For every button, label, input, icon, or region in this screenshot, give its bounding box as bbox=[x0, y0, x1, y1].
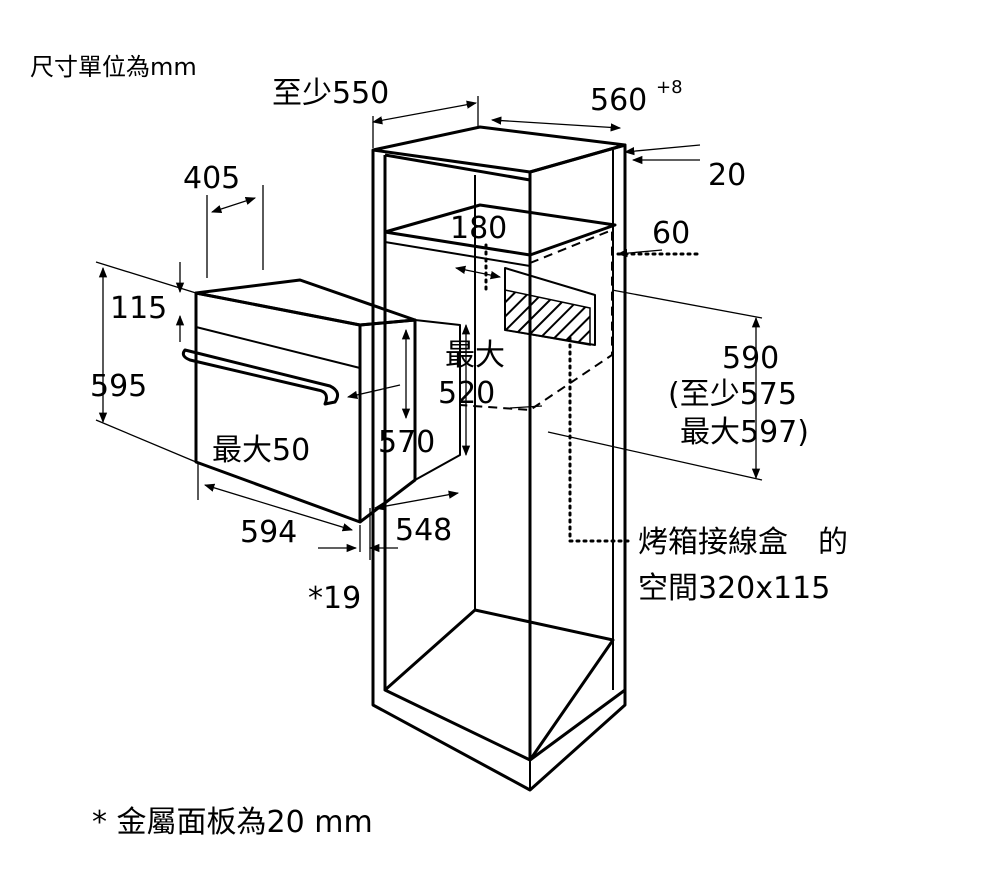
dim-60-line bbox=[616, 249, 663, 258]
cabinet bbox=[371, 125, 702, 792]
label-590: 590 bbox=[722, 341, 779, 376]
label-max-597: 最大597) bbox=[680, 415, 809, 450]
dim-595-ext-b bbox=[95, 419, 197, 463]
label-60: 60 bbox=[652, 216, 690, 251]
dim-594-line bbox=[204, 483, 353, 532]
label-max-520-top: 最大 bbox=[445, 338, 505, 373]
cabinet-bottom bbox=[383, 608, 615, 762]
cabinet-bottom-inner bbox=[384, 689, 531, 761]
footnote: * 金屬面板為20 mm bbox=[92, 805, 373, 840]
cabinet-top-front bbox=[371, 125, 627, 174]
dim-520-leader bbox=[509, 405, 543, 409]
label-560: 560 bbox=[590, 83, 647, 118]
junction-box-label-line-1: 烤箱接線盒 的 bbox=[638, 525, 848, 560]
dim-590-ext-b bbox=[547, 431, 763, 481]
dim-595-ext-a bbox=[95, 261, 197, 294]
dim-50-line bbox=[346, 384, 401, 399]
label-595: 595 bbox=[90, 369, 147, 404]
label-180: 180 bbox=[450, 211, 507, 246]
oven-front bbox=[194, 291, 362, 524]
oven-body-back bbox=[414, 319, 461, 481]
label-20: 20 bbox=[708, 158, 746, 193]
label-115: 115 bbox=[110, 291, 167, 326]
label-548: 548 bbox=[395, 513, 452, 548]
label-19: *19 bbox=[308, 581, 361, 616]
dimension-lines bbox=[95, 96, 763, 560]
label-520: 520 bbox=[438, 376, 495, 411]
label-560-tolerance: +8 bbox=[656, 77, 683, 98]
labels: 尺寸單位為mm 至少550 560 +8 20 405 180 60 115 5… bbox=[30, 53, 848, 840]
dim-20-line-a bbox=[623, 144, 701, 156]
cabinet-plinth bbox=[371, 690, 627, 792]
junction-box-label-line-2: 空間320x115 bbox=[638, 571, 830, 606]
oven-control-strip bbox=[195, 326, 361, 369]
label-570: 570 bbox=[378, 425, 435, 460]
dim-180-line bbox=[454, 265, 502, 280]
dim-405-line bbox=[211, 196, 256, 214]
cabinet-upper-shelf bbox=[383, 203, 617, 257]
niche-outline bbox=[459, 228, 613, 412]
dim-590-ext-a bbox=[611, 289, 763, 319]
oven-top bbox=[194, 278, 417, 327]
oven-handle bbox=[181, 348, 340, 406]
junction-box-hatch bbox=[504, 289, 591, 346]
cabinet-upper-shelf-under bbox=[384, 241, 531, 267]
label-max-50: 最大50 bbox=[212, 433, 310, 468]
oven-body-side bbox=[359, 318, 417, 524]
oven bbox=[181, 278, 461, 524]
label-min-575: (至少575 bbox=[668, 377, 797, 412]
unit-note: 尺寸單位為mm bbox=[30, 53, 197, 81]
label-min-550: 至少550 bbox=[272, 76, 389, 111]
junction-box-guide bbox=[568, 336, 634, 543]
label-594: 594 bbox=[240, 515, 297, 550]
label-405: 405 bbox=[183, 161, 240, 196]
dim-560-line bbox=[490, 116, 622, 132]
dim-548-line bbox=[373, 490, 460, 511]
dim-550-line bbox=[371, 100, 478, 125]
